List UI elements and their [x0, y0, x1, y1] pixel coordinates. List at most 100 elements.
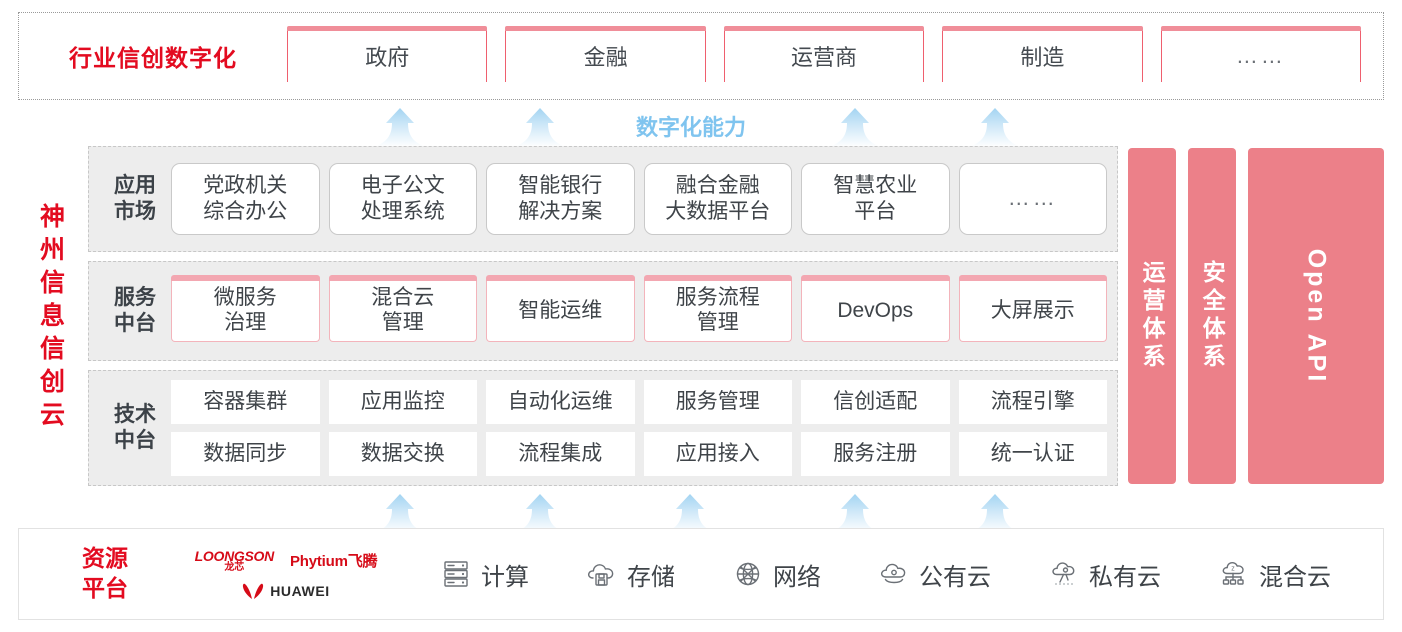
cloud-inner: 应用市场 党政机关综合办公电子公文处理系统智能银行解决方案融合金融大数据平台智慧…	[88, 146, 1384, 486]
service-platform-card-1[interactable]: 微服务治理	[171, 274, 320, 342]
card-text: 流程集成	[518, 441, 602, 467]
industry-card-5[interactable]: ……	[1160, 26, 1362, 82]
tech-card-r1-6[interactable]: 流程引擎	[958, 380, 1107, 425]
huawei-logo: HUAWEI	[242, 582, 330, 600]
resource-item-label: 计算	[481, 563, 529, 591]
network-globe-icon	[731, 557, 765, 591]
cloud-title-char: 信	[39, 334, 66, 363]
card-text-line: 服务注册	[833, 442, 918, 466]
service-platform-card-5[interactable]: DevOps	[801, 274, 950, 342]
up-arrow-icon	[829, 494, 881, 533]
card-text-line: 智能运维	[518, 298, 603, 322]
resource-item-公有云[interactable]: 公有云	[877, 557, 991, 592]
tech-card-r1-3[interactable]: 自动化运维	[486, 380, 635, 425]
industry-card-label: 政府	[365, 45, 410, 70]
pillar-2[interactable]: 安全体系	[1188, 148, 1237, 484]
resource-item-网络[interactable]: 网络	[731, 557, 821, 592]
pillar-label: Open API	[1302, 248, 1331, 384]
tech-card-r2-1[interactable]: 数据同步	[171, 432, 320, 477]
capability-arrow-1	[372, 108, 428, 148]
card-text: 统一认证	[991, 441, 1075, 467]
industry-card-2[interactable]: 金融	[505, 26, 707, 82]
public-cloud-icon	[881, 563, 906, 584]
vendor-logo-group: LOONGSON 龙芯 Phytium飞腾 HUAWEI	[161, 549, 411, 600]
card-text-line: 应用监控	[360, 390, 445, 414]
up-arrow-icon	[969, 108, 1021, 147]
svg-text:z: z	[1231, 566, 1235, 573]
loongson-logo-cn: 龙芯	[224, 561, 245, 573]
tech-card-r1-2[interactable]: 应用监控	[328, 380, 477, 425]
up-arrow-icon	[514, 494, 566, 533]
card-text: 智能运维	[518, 298, 602, 324]
network-globe-icon	[736, 562, 760, 586]
cloud-title-char: 创	[39, 367, 66, 396]
cloud-storage-icon	[585, 557, 619, 591]
server-rack-icon	[444, 561, 468, 587]
server-rack-icon	[439, 557, 473, 591]
resource-title-line: 资源	[82, 545, 128, 572]
industry-band-title: 行业信创数字化	[69, 45, 237, 71]
industry-card-1[interactable]: 政府	[287, 26, 488, 82]
resource-item-label: 网络	[773, 563, 821, 591]
cloud-title-char: 云	[39, 400, 66, 429]
service-platform-card-2[interactable]: 混合云管理	[328, 274, 477, 342]
industry-card-3[interactable]: 运营商	[723, 26, 925, 82]
tech-card-r2-6[interactable]: 统一认证	[958, 432, 1107, 477]
layer-label-technology-platform: 技术中台	[99, 402, 171, 453]
up-arrow-icon	[969, 494, 1021, 533]
resource-item-私有云[interactable]: 私有云	[1047, 557, 1161, 592]
layer-label-service-platform: 服务中台	[99, 285, 171, 336]
card-text-line: 流程集成	[518, 442, 603, 466]
resource-arrow-3	[662, 494, 718, 534]
app-market-card-5[interactable]: 智慧农业平台	[801, 162, 950, 235]
technology-platform-rows: 容器集群 应用监控 自动化运维服务管理信创适配 流程引擎 数据同步 数据交换 流程集成 应用…	[171, 380, 1107, 477]
card-text-line: 大数据平台	[665, 199, 771, 223]
huawei-flower-icon	[243, 583, 264, 599]
service-platform-card-6[interactable]: 大屏展示	[958, 274, 1107, 342]
pillar-3[interactable]: Open API	[1248, 148, 1384, 484]
card-text: 党政机关综合办公	[203, 173, 287, 224]
app-market-card-4[interactable]: 融合金融大数据平台	[643, 162, 792, 235]
app-market-card-3[interactable]: 智能银行解决方案	[486, 162, 635, 235]
capability-arrow-3	[827, 108, 883, 148]
industry-card-4[interactable]: 制造	[942, 26, 1144, 82]
up-arrow-icon	[374, 494, 426, 533]
public-cloud-icon	[877, 557, 911, 591]
card-text: 融合金融大数据平台	[665, 173, 770, 224]
app-market-card-1[interactable]: 党政机关综合办公	[171, 162, 320, 235]
card-text-line: 融合金融	[675, 174, 760, 198]
app-market-card-6[interactable]: ……	[958, 162, 1107, 235]
loongson-logo: LOONGSON 龙芯	[195, 549, 275, 573]
card-text-line: 流程引擎	[990, 390, 1075, 414]
tech-card-r2-4[interactable]: 应用接入	[643, 432, 792, 477]
cloud-title-char: 州	[39, 235, 66, 264]
tech-card-r1-4[interactable]: 服务管理	[643, 380, 792, 425]
technology-row-two: 数据同步 数据交换 流程集成 应用接入 服务注册 统一认证	[171, 432, 1107, 477]
card-text: 电子公文处理系统	[361, 173, 445, 224]
card-text-line: 混合云	[371, 285, 435, 309]
resource-arrow-band	[0, 488, 1402, 534]
card-text-line: 处理系统	[360, 199, 445, 223]
tech-card-r1-5[interactable]: 信创适配	[801, 380, 950, 425]
service-platform-card-4[interactable]: 服务流程管理	[643, 274, 792, 342]
card-text-line: 大屏展示	[990, 298, 1075, 322]
tech-card-r2-5[interactable]: 服务注册	[801, 432, 950, 477]
app-market-card-2[interactable]: 电子公文处理系统	[328, 162, 477, 235]
card-text-line: 智能银行	[518, 174, 603, 198]
service-platform-card-3[interactable]: 智能运维	[486, 274, 635, 342]
card-text-line: 数据交换	[360, 442, 445, 466]
card-text: 智能银行解决方案	[518, 173, 602, 224]
tech-card-r2-2[interactable]: 数据交换	[328, 432, 477, 477]
card-text: 服务注册	[833, 441, 917, 467]
resource-item-计算[interactable]: 计算	[439, 557, 529, 592]
card-text: 流程引擎	[991, 389, 1075, 415]
tech-card-r2-3[interactable]: 流程集成	[486, 432, 635, 477]
private-cloud-icon	[1052, 562, 1075, 585]
resource-item-存储[interactable]: 存储	[585, 557, 675, 592]
card-text: 应用监控	[361, 389, 445, 415]
pillar-1[interactable]: 运营体系	[1128, 148, 1177, 484]
tech-card-r1-1[interactable]: 容器集群	[171, 380, 320, 425]
layer-technology-platform: 技术中台 容器集群 应用监控 自动化运维服务管理信创适配 流程引擎 数据同步 数据交换 流…	[88, 370, 1118, 486]
hybrid-cloud-icon: z	[1217, 557, 1251, 591]
